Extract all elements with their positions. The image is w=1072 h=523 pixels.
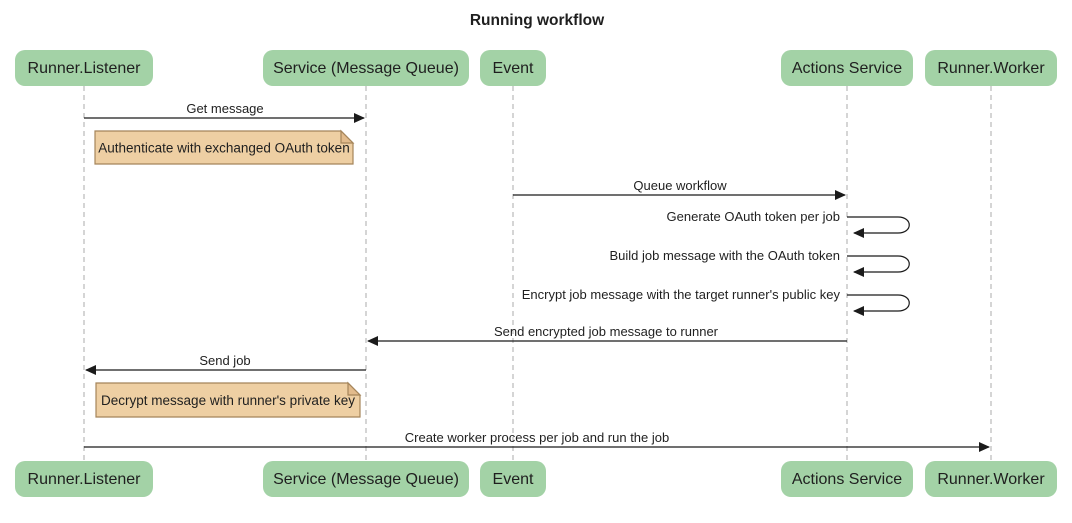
- participant-label-runner-worker-top: Runner.Worker: [937, 60, 1045, 77]
- note-fold: [340, 129, 355, 144]
- diagram-title: Running workflow: [470, 12, 605, 29]
- participant-service-message-queue-top: [263, 50, 469, 86]
- participant-event-top: [480, 50, 546, 86]
- self-loop-build-job-message: [847, 255, 910, 277]
- participant-label-event-bottom: Event: [493, 471, 534, 488]
- message-label-send-encrypted-job: Send encrypted job message to runner: [494, 324, 719, 339]
- note-authenticate: [94, 130, 354, 165]
- participants-bottom: Runner.Listener Service (Message Queue) …: [15, 461, 1057, 497]
- participant-label-service-message-queue-top: Service (Message Queue): [273, 60, 459, 77]
- note-label-decrypt: Decrypt message with runner's private ke…: [101, 393, 355, 408]
- participant-runner-listener-bottom: [15, 461, 153, 497]
- participant-label-runner-listener-top: Runner.Listener: [28, 60, 142, 77]
- message-label-encrypt-job-message: Encrypt job message with the target runn…: [522, 287, 841, 302]
- participant-runner-worker-bottom: [925, 461, 1057, 497]
- participant-label-runner-worker-bottom: Runner.Worker: [937, 471, 1045, 488]
- message-label-queue-workflow: Queue workflow: [633, 178, 727, 193]
- participant-label-event-top: Event: [493, 60, 534, 77]
- note-fold: [347, 381, 362, 396]
- participant-actions-service-bottom: [781, 461, 913, 497]
- participant-event-bottom: [480, 461, 546, 497]
- message-label-get-message: Get message: [186, 101, 263, 116]
- participant-label-actions-service-top: Actions Service: [792, 60, 902, 77]
- note-decrypt: [95, 382, 361, 418]
- participant-runner-worker-top: [925, 50, 1057, 86]
- participant-label-runner-listener-bottom: Runner.Listener: [28, 471, 142, 488]
- message-label-generate-oauth-token: Generate OAuth token per job: [667, 209, 840, 224]
- self-loop-generate-oauth-token: [847, 216, 910, 238]
- message-label-build-job-message: Build job message with the OAuth token: [609, 248, 840, 263]
- participant-service-message-queue-bottom: [263, 461, 469, 497]
- participants-top: Runner.Listener Service (Message Queue) …: [15, 50, 1057, 86]
- self-loop-encrypt-job-message: [847, 294, 910, 316]
- note-label-authenticate: Authenticate with exchanged OAuth token: [98, 141, 349, 156]
- participant-label-actions-service-bottom: Actions Service: [792, 471, 902, 488]
- participant-actions-service-top: [781, 50, 913, 86]
- message-label-create-worker: Create worker process per job and run th…: [405, 430, 669, 445]
- participant-runner-listener-top: [15, 50, 153, 86]
- participant-label-service-message-queue-bottom: Service (Message Queue): [273, 471, 459, 488]
- message-label-send-job: Send job: [199, 353, 250, 368]
